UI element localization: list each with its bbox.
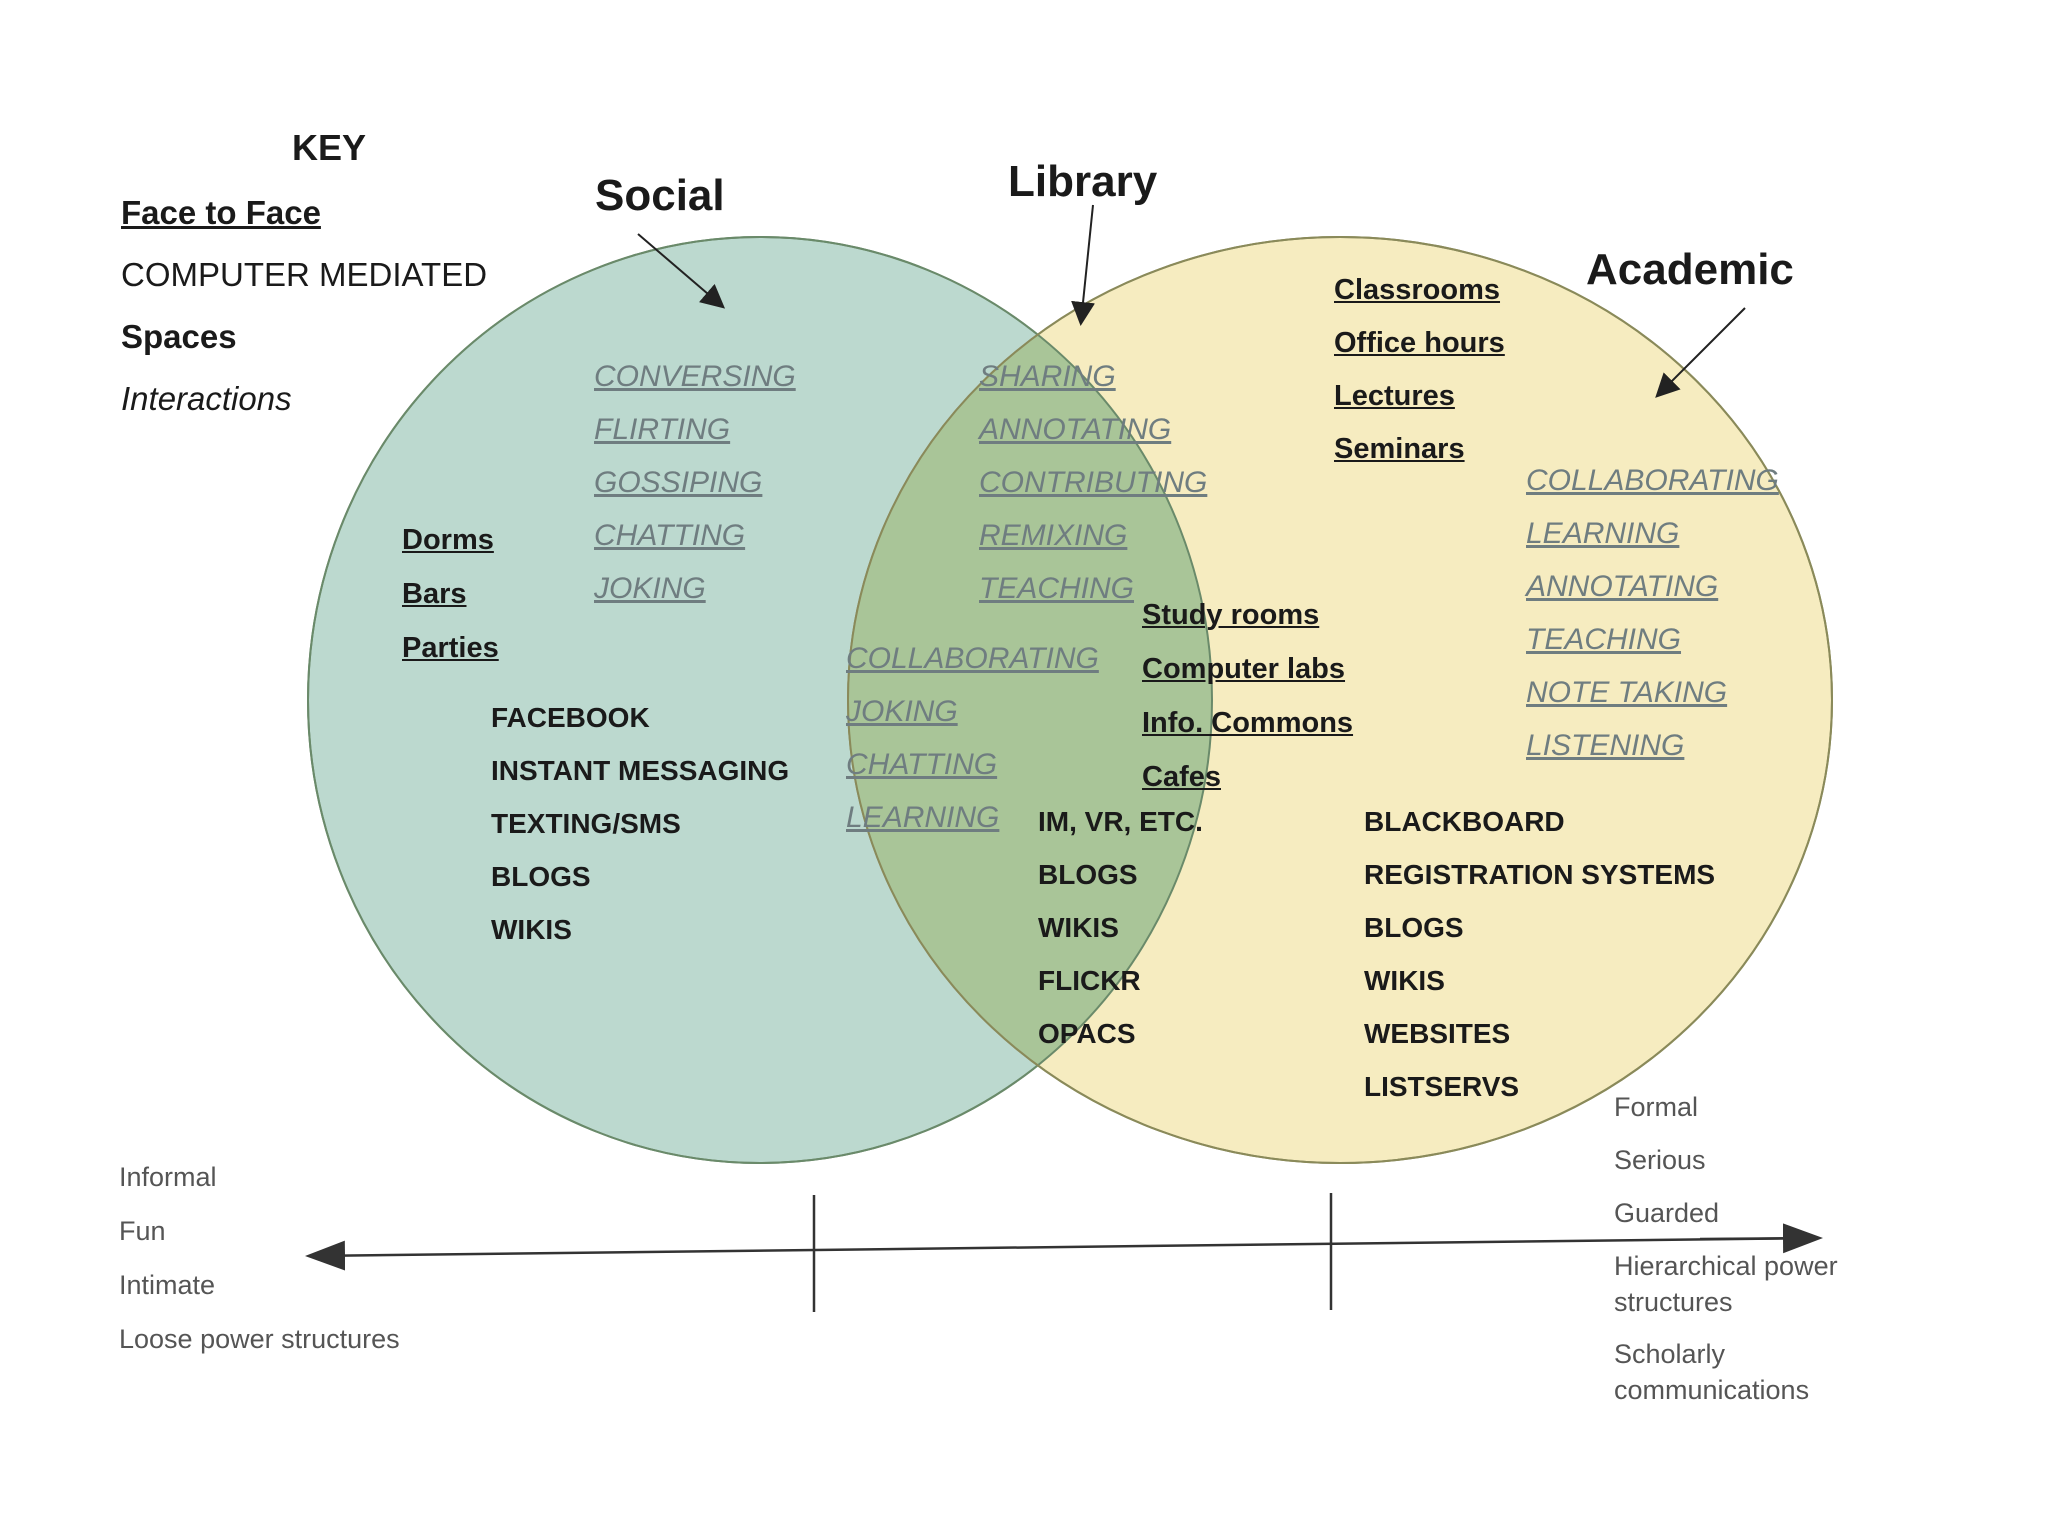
- scale-informal-list: Informal Fun Intimate Loose power struct…: [119, 1160, 400, 1376]
- social-space-item: Bars: [402, 578, 467, 610]
- social-media-item: WIKIS: [491, 914, 572, 945]
- academic-media-list: BLACKBOARD REGISTRATION SYSTEMS BLOGS WI…: [1364, 808, 1715, 1126]
- social-spaces-list: Dorms Bars Parties: [402, 526, 499, 688]
- library-title: Library: [1008, 157, 1158, 206]
- scale-right-item: Scholarly communications: [1614, 1339, 1810, 1405]
- library-pointer-arrow: [1071, 204, 1095, 326]
- scale-right-item: Serious: [1614, 1145, 1706, 1175]
- social-interaction-item: CONVERSING: [594, 360, 796, 393]
- social-interaction-item: GOSSIPING: [594, 466, 763, 499]
- academic-media-item: REGISTRATION SYSTEMS: [1364, 859, 1716, 890]
- academic-interactions-list: COLLABORATING LEARNING ANNOTATING TEACHI…: [1526, 466, 1779, 784]
- library-interaction-item: CONTRIBUTING: [979, 466, 1208, 499]
- academic-interaction-item: TEACHING: [1526, 623, 1682, 656]
- library-interactions-top-list: SHARING ANNOTATING CONTRIBUTING REMIXING…: [979, 362, 1207, 627]
- scale-right-item: Formal: [1614, 1092, 1699, 1122]
- academic-interaction-item: LEARNING: [1526, 517, 1680, 550]
- library-space-item: Info. Commons: [1142, 707, 1354, 739]
- academic-title: Academic: [1586, 245, 1794, 294]
- library-media-item: FLICKR: [1038, 965, 1141, 996]
- library-interaction-item: LEARNING: [846, 801, 1000, 834]
- social-interaction-item: FLIRTING: [594, 413, 731, 446]
- academic-spaces-list: Classrooms Office hours Lectures Seminar…: [1334, 276, 1505, 488]
- social-media-item: BLOGS: [491, 861, 591, 892]
- library-interactions-bottom-list: COLLABORATING JOKING CHATTING LEARNING: [846, 644, 1099, 856]
- key-spaces: Spaces: [121, 318, 237, 355]
- axis-arrow-right: [1699, 1223, 1823, 1254]
- academic-interaction-item: COLLABORATING: [1526, 464, 1779, 497]
- key-face-to-face: Face to Face: [121, 194, 321, 231]
- formality-axis: [305, 1236, 1819, 1271]
- social-interactions-list: CONVERSING FLIRTING GOSSIPING CHATTING J…: [594, 362, 796, 627]
- scale-formal-list: Formal Serious Guarded Hierarchical powe…: [1614, 1090, 1874, 1407]
- academic-space-item: Office hours: [1334, 327, 1505, 359]
- library-media-item: WIKIS: [1038, 912, 1119, 943]
- academic-media-item: WEBSITES: [1364, 1018, 1511, 1049]
- library-space-item: Study rooms: [1142, 599, 1320, 631]
- library-interaction-item: TEACHING: [979, 572, 1135, 605]
- social-interaction-item: JOKING: [594, 572, 706, 605]
- library-overlap: [848, 237, 1212, 1163]
- social-pointer-arrow: [637, 233, 726, 309]
- social-space-item: Parties: [402, 632, 499, 664]
- academic-space-item: Lectures: [1334, 380, 1455, 412]
- academic-interaction-item: ANNOTATING: [1526, 570, 1719, 603]
- library-interaction-item: COLLABORATING: [846, 642, 1099, 675]
- library-interaction-item: CHATTING: [846, 748, 998, 781]
- social-interaction-item: CHATTING: [594, 519, 746, 552]
- academic-space-item: Classrooms: [1334, 274, 1501, 306]
- library-interaction-item: REMIXING: [979, 519, 1128, 552]
- scale-left-item: Fun: [119, 1216, 166, 1246]
- scale-right-item: Hierarchical power structures: [1614, 1251, 1838, 1317]
- library-interaction-item: SHARING: [979, 360, 1116, 393]
- academic-media-item: WIKIS: [1364, 965, 1445, 996]
- social-media-item: TEXTING/SMS: [491, 808, 681, 839]
- academic-media-item: BLOGS: [1364, 912, 1464, 943]
- library-spaces-list: Study rooms Computer labs Info. Commons …: [1142, 601, 1353, 817]
- academic-pointer-arrow: [1655, 307, 1746, 398]
- social-media-list: FACEBOOK INSTANT MESSAGING TEXTING/SMS B…: [491, 704, 789, 969]
- scale-left-item: Informal: [119, 1162, 217, 1192]
- library-media-item: IM, VR, ETC.: [1038, 806, 1203, 837]
- scale-right-item: Guarded: [1614, 1198, 1720, 1228]
- library-space-item: Computer labs: [1142, 653, 1346, 685]
- social-title: Social: [595, 171, 725, 220]
- academic-interaction-item: NOTE TAKING: [1526, 676, 1728, 709]
- academic-media-item: BLACKBOARD: [1364, 806, 1565, 837]
- library-media-item: BLOGS: [1038, 859, 1138, 890]
- key-title: KEY: [292, 127, 367, 168]
- library-media-item: OPACS: [1038, 1018, 1136, 1049]
- social-media-item: FACEBOOK: [491, 702, 650, 733]
- key-computer-mediated: COMPUTER MEDIATED: [121, 256, 488, 293]
- scale-left-item: Intimate: [119, 1270, 216, 1300]
- social-space-item: Dorms: [402, 524, 494, 556]
- library-media-list: IM, VR, ETC. BLOGS WIKIS FLICKR OPACS: [1038, 808, 1203, 1073]
- scale-left-item: Loose power structures: [119, 1324, 400, 1354]
- key-interactions: Interactions: [121, 380, 292, 417]
- academic-interaction-item: LISTENING: [1526, 729, 1685, 762]
- academic-media-item: LISTSERVS: [1364, 1071, 1520, 1102]
- library-interaction-item: ANNOTATING: [979, 413, 1172, 446]
- library-space-item: Cafes: [1142, 761, 1221, 793]
- academic-circle-outline: [847, 236, 1833, 1164]
- social-media-item: INSTANT MESSAGING: [491, 755, 790, 786]
- library-interaction-item: JOKING: [846, 695, 958, 728]
- social-circle-outline: [307, 236, 1213, 1164]
- academic-space-item: Seminars: [1334, 433, 1465, 465]
